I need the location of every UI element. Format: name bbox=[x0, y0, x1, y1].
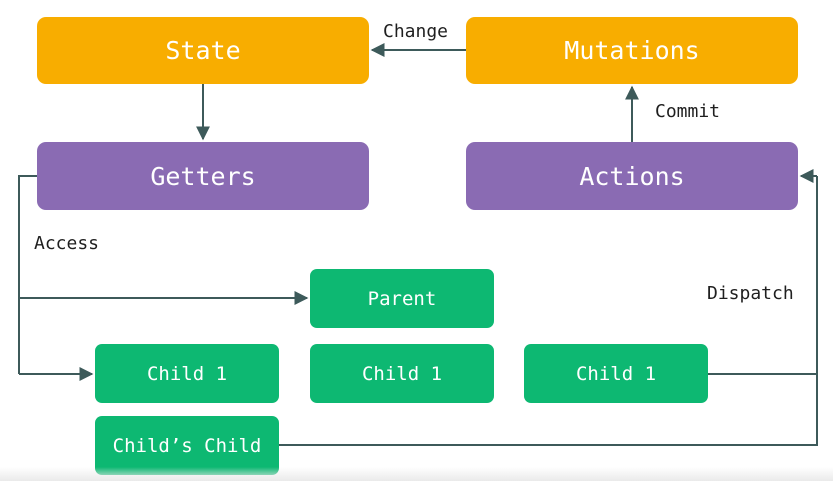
parent-node: Parent bbox=[310, 269, 494, 328]
access-trunk-line bbox=[18, 175, 37, 374]
mutations-label: Mutations bbox=[564, 36, 700, 65]
child1-right-node: Child 1 bbox=[524, 344, 708, 403]
child1-right-label: Child 1 bbox=[575, 362, 657, 385]
child1-left-node: Child 1 bbox=[95, 344, 279, 403]
access-edge-label: Access bbox=[34, 233, 100, 254]
childs-child-label: Child’s Child bbox=[112, 434, 262, 457]
child1-left-label: Child 1 bbox=[146, 362, 228, 385]
childs-child-dispatch-line bbox=[279, 176, 818, 446]
commit-edge-label: Commit bbox=[655, 101, 721, 122]
state-label: State bbox=[165, 36, 241, 65]
actions-node: Actions bbox=[466, 142, 798, 210]
change-edge-label: Change bbox=[383, 21, 449, 42]
child1-mid-node: Child 1 bbox=[310, 344, 494, 403]
mutations-node: Mutations bbox=[466, 17, 798, 84]
child1-mid-label: Child 1 bbox=[361, 362, 443, 385]
state-node: State bbox=[37, 17, 369, 84]
dispatch-edge-label: Dispatch bbox=[707, 283, 794, 304]
childs-child-node: Child’s Child bbox=[95, 416, 279, 475]
getters-node: Getters bbox=[37, 142, 369, 210]
parent-label: Parent bbox=[367, 287, 437, 310]
bottom-shadow bbox=[0, 467, 833, 481]
getters-label: Getters bbox=[150, 161, 256, 191]
actions-label: Actions bbox=[579, 161, 685, 191]
